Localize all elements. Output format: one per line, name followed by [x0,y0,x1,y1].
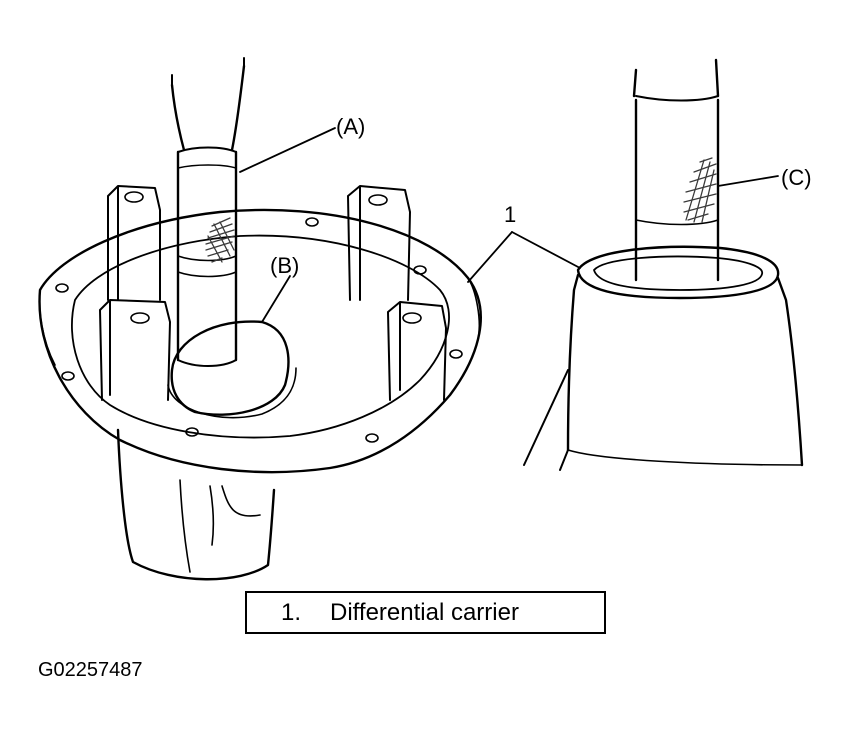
right-neck-base [523,369,569,471]
carrier-flange-edge [38,277,481,366]
legend-box: 1. Differential carrier [245,591,606,634]
callout-c-label: (C) [781,165,812,190]
grease-mark-a [205,217,235,263]
callout-a-label: (A) [336,114,366,139]
carrier-flange-outer [38,208,482,474]
tool-handle-taper [170,64,246,152]
leader-a [239,127,336,173]
right-neck-rim-outer [576,245,780,300]
leader-b [261,275,291,323]
callout-1-label: 1 [504,202,517,227]
rear-right-post [347,185,411,301]
tool-shaft-bottom [177,359,237,367]
front-right-post [387,301,447,401]
right-neck-rim-inner [593,255,763,291]
right-tool-upper [632,58,720,98]
legend-number: 1. [281,598,302,626]
right-tool-ring-top [635,95,719,102]
carrier-neck [116,428,276,581]
figure-id: G02257487 [38,659,143,681]
right-carrier-view [523,58,804,471]
carrier-bore-seat-lower [167,367,297,419]
carrier-neck-rib [209,485,261,546]
carrier-flange-inner [71,234,450,439]
right-tool-shaft [634,98,720,282]
legend-text: Differential carrier [330,598,519,626]
rear-left-post [107,185,161,301]
carrier-neck-inner [179,479,191,573]
right-tool-band [635,219,719,226]
left-carrier-view [38,57,482,581]
tool-shaft-ring-top [177,146,237,153]
leader-c [717,175,779,187]
tool-shaft-ring [177,164,237,169]
right-neck-body [566,273,804,467]
front-left-post [99,299,171,401]
right-neck-lower [567,449,803,466]
grease-mark-c [683,157,717,223]
tool-handle-top [171,57,245,86]
tool-shaft-band [177,255,237,278]
callout-b-label: (B) [270,253,300,278]
flange-bolt-holes [55,217,463,443]
leader-1 [467,231,581,283]
carrier-bore-seat [170,320,290,416]
